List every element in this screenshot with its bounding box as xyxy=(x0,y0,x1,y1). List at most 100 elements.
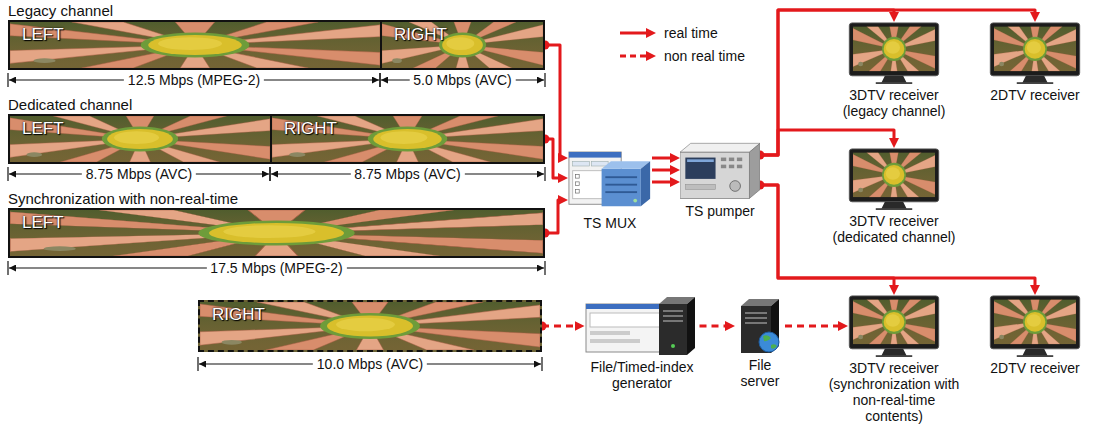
channel-title: Synchronization with non-real-time xyxy=(8,190,545,208)
flower-picture xyxy=(272,116,543,162)
legend-sample xyxy=(620,32,651,35)
dimension-tick xyxy=(7,261,8,275)
flower-illustration xyxy=(10,210,543,256)
flower-picture xyxy=(382,22,543,68)
dimension-label-holder: 8.75 Mbps (AVC) xyxy=(82,166,196,182)
dimension-label-holder: 17.5 Mbps (MPEG-2) xyxy=(206,260,346,276)
tv-icon xyxy=(848,295,940,357)
device-label: TS MUX xyxy=(565,215,655,231)
legend-sample xyxy=(620,55,651,58)
view-segment: LEFT xyxy=(10,116,270,162)
dimension-tick xyxy=(379,73,380,87)
mux-picture xyxy=(569,152,650,206)
dimension-tick xyxy=(541,357,542,371)
real-time-arrow xyxy=(545,139,563,178)
srv-icon xyxy=(735,298,785,354)
dimension-tick xyxy=(7,73,8,87)
dimension-tick xyxy=(197,357,198,371)
tv-icon xyxy=(848,148,940,210)
srv-picture xyxy=(741,299,779,353)
device-label: File/Timed-index generator xyxy=(577,359,707,391)
dimension-label-holder: 8.75 Mbps (AVC) xyxy=(350,166,464,182)
view-label: RIGHT xyxy=(382,22,543,45)
device-label: 3DTV receiver (legacy channel) xyxy=(834,87,954,119)
view-label: RIGHT xyxy=(272,116,543,139)
legend-text: real time xyxy=(664,25,718,41)
stream-bar: LEFTRIGHT xyxy=(8,114,545,164)
gen-icon xyxy=(585,296,700,356)
ts-mux: TS MUX xyxy=(565,148,655,231)
flower-picture xyxy=(200,302,540,350)
bitrate-label: 17.5 Mbps (MPEG-2) xyxy=(210,260,342,276)
bitrate-label: 12.5 Mbps (MPEG-2) xyxy=(128,72,260,88)
file-server: File server xyxy=(732,298,788,389)
stream-bar: LEFTRIGHT xyxy=(8,20,545,70)
flower-picture xyxy=(10,116,270,162)
stream-bar: LEFT xyxy=(8,208,545,258)
flower-illustration xyxy=(10,22,380,68)
tv-picture xyxy=(990,296,1079,357)
real-time-arrow xyxy=(545,200,563,233)
tv-receiver: 2DTV receiver xyxy=(980,22,1090,103)
dimension-tick xyxy=(7,167,8,181)
legend-entry: non real time xyxy=(664,48,745,64)
gen-picture xyxy=(586,297,695,355)
real-time-arrow xyxy=(652,157,675,160)
device-label: File server xyxy=(732,357,788,389)
tv-receiver: 2DTV receiver xyxy=(980,295,1090,376)
legend-entry: real time xyxy=(664,25,718,41)
tv-picture xyxy=(849,23,938,84)
view-segment: RIGHT xyxy=(270,116,543,162)
non-real-time-stream: RIGHT xyxy=(198,300,542,352)
bitrate-label: 8.75 Mbps (AVC) xyxy=(354,166,460,182)
dimension-tick xyxy=(379,73,380,87)
tv-picture xyxy=(990,23,1079,84)
flower-picture xyxy=(10,210,543,256)
bitrate-label: 8.75 Mbps (AVC) xyxy=(86,166,192,182)
bitrate-label: 10.0 Mbps (AVC) xyxy=(317,356,423,372)
channel-title: Dedicated channel xyxy=(8,96,545,114)
tv-icon xyxy=(848,22,940,84)
view-segment: LEFT xyxy=(10,22,380,68)
dimension-tick xyxy=(544,167,545,181)
non-real-time-arrow xyxy=(785,325,843,328)
non-real-time-arrow xyxy=(700,325,731,328)
legend-text: non real time xyxy=(664,48,745,64)
real-time-arrow xyxy=(652,181,675,184)
channel-stream: Dedicated channelLEFTRIGHT xyxy=(8,96,545,164)
view-segment: RIGHT xyxy=(380,22,543,68)
channel-title: Legacy channel xyxy=(8,2,545,20)
device-label: 3DTV receiver (synchronization with non-… xyxy=(827,360,961,424)
ts-pumper: TS pumper xyxy=(675,140,765,219)
view-label: LEFT xyxy=(10,210,543,233)
dimension-tick xyxy=(269,167,270,181)
view-label: RIGHT xyxy=(200,302,540,325)
tv-receiver: 3DTV receiver (synchronization with non-… xyxy=(827,295,961,424)
view-label: LEFT xyxy=(10,22,380,45)
tv-receiver: 3DTV receiver (dedicated channel) xyxy=(829,148,959,245)
pumper-picture xyxy=(680,143,760,198)
bitrate-label: 5.0 Mbps (AVC) xyxy=(413,72,512,88)
device-label: 2DTV receiver xyxy=(980,87,1090,103)
view-label: LEFT xyxy=(10,116,270,139)
real-time-arrow xyxy=(652,169,675,172)
device-label: 3DTV receiver (dedicated channel) xyxy=(829,213,959,245)
flower-picture xyxy=(10,22,380,68)
channel-stream: Synchronization with non-real-timeLEFT xyxy=(8,190,545,258)
channel-stream: Legacy channelLEFTRIGHT xyxy=(8,2,545,70)
dimension-tick xyxy=(544,73,545,87)
dimension-label-holder: 10.0 Mbps (AVC) xyxy=(313,356,427,372)
tv-receiver: 3DTV receiver (legacy channel) xyxy=(834,22,954,119)
dimension-tick xyxy=(544,261,545,275)
tv-picture xyxy=(849,296,938,357)
index-generator: File/Timed-index generator xyxy=(577,296,707,391)
tv-picture xyxy=(849,149,938,210)
device-label: 2DTV receiver xyxy=(980,360,1090,376)
mux-icon xyxy=(568,148,652,212)
dimension-label-holder: 12.5 Mbps (MPEG-2) xyxy=(124,72,264,88)
tv-icon xyxy=(989,22,1081,84)
dimension-tick xyxy=(269,167,270,181)
pumper-icon xyxy=(680,140,760,200)
tv-icon xyxy=(989,295,1081,357)
